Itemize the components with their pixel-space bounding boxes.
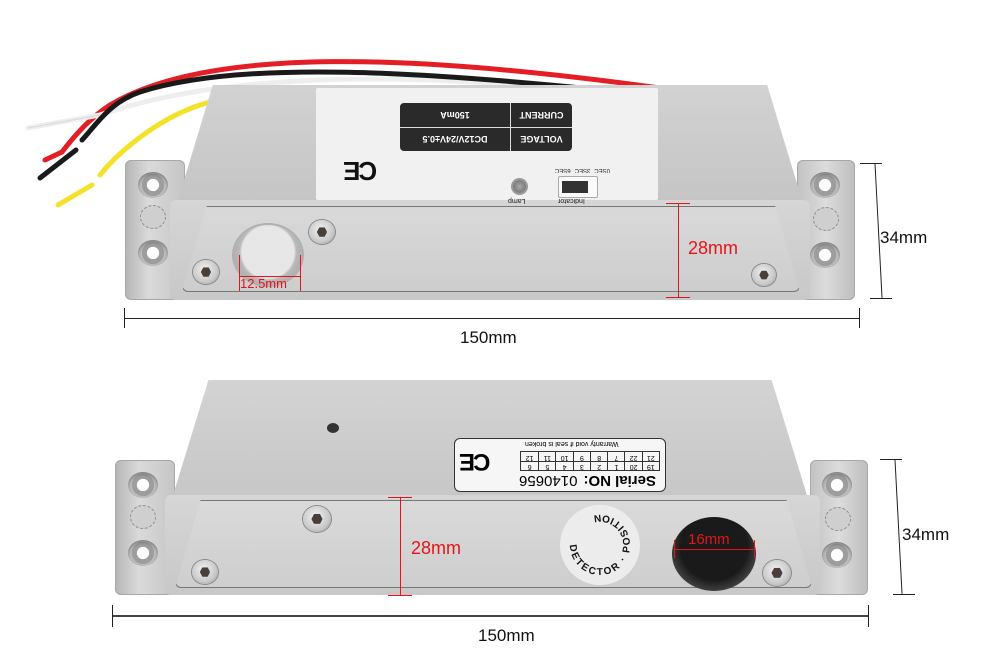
height-dim-tick xyxy=(860,163,882,164)
grid-cell: 1 xyxy=(607,461,625,470)
bolt-dim-line xyxy=(239,276,300,277)
grid-cell: 19 xyxy=(641,461,659,470)
lock-bolt xyxy=(234,225,302,285)
face-height-label: 28mm xyxy=(688,238,739,258)
knockout-hole xyxy=(130,505,156,529)
top-view: CURRENT 150mA VOLTAGE DC12V/24V±0.5 CE 0… xyxy=(0,0,1000,350)
lamp-label: Lamp xyxy=(508,197,526,204)
screw-icon xyxy=(303,506,331,532)
vent-hole xyxy=(327,423,339,433)
screw-icon xyxy=(309,220,335,244)
height-dim-tick xyxy=(880,459,902,460)
grid-cell: 7 xyxy=(607,452,625,461)
warranty-text: Warranty void if seal is broken xyxy=(525,440,619,447)
grid-cell: 5 xyxy=(538,461,556,470)
face-height-tick xyxy=(666,203,690,204)
length-dim-line xyxy=(124,318,860,319)
grid-cell: 22 xyxy=(624,452,642,461)
timer-labels: 0SEC 3SEC 6SEC xyxy=(540,163,610,173)
ce-mark: CE xyxy=(345,156,378,186)
knockout-hole xyxy=(140,205,166,229)
height-label: 34mm xyxy=(902,525,950,544)
hole-dim-line xyxy=(674,549,754,550)
grid-cell: 9 xyxy=(572,452,590,461)
ce-mark: CE xyxy=(461,448,491,475)
screw-icon xyxy=(763,560,791,586)
mounting-hole xyxy=(810,242,840,268)
hole-dim-tick xyxy=(674,540,675,558)
length-dim-tick xyxy=(112,605,113,627)
current-key: CURRENT xyxy=(519,110,564,120)
length-dim-tick xyxy=(868,605,869,627)
knockout-hole xyxy=(813,207,839,231)
indicator-label: Indicator xyxy=(558,197,585,204)
length-dim-tick xyxy=(859,308,860,328)
height-label: 34mm xyxy=(880,228,928,247)
bolt-diameter-label: 12.5mm xyxy=(240,276,287,291)
hole-diameter-label: 16mm xyxy=(688,531,730,548)
timer-option: 0SEC xyxy=(594,167,610,173)
detector-sticker xyxy=(560,505,640,585)
face-height-line xyxy=(400,497,401,595)
timer-option: 3SEC xyxy=(574,167,591,173)
grid-cell: 6 xyxy=(521,461,539,470)
grid-cell: 10 xyxy=(555,452,573,461)
detector-hole xyxy=(672,517,756,591)
bottom-view: CE Warranty void if seal is broken 19 20… xyxy=(0,350,1000,671)
grid-cell: 11 xyxy=(538,452,556,461)
current-value: 150mA xyxy=(440,110,470,120)
face-height-tick xyxy=(666,297,690,298)
face-height-line xyxy=(678,203,679,298)
svg-text:DETECTOR · POSITION: DETECTOR · POSITION xyxy=(567,512,634,578)
mounting-hole xyxy=(128,472,158,498)
face-height-label: 28mm xyxy=(411,538,462,558)
grid-cell: 21 xyxy=(641,452,659,461)
mounting-hole xyxy=(810,172,840,198)
face-height-tick xyxy=(388,497,412,498)
screw-icon xyxy=(193,260,219,284)
voltage-value: DC12V/24V±0.5 xyxy=(422,134,488,145)
grid-cell: 20 xyxy=(624,461,642,470)
serial-label: CE Warranty void if seal is broken 19 20… xyxy=(454,438,666,492)
screw-icon xyxy=(752,264,776,286)
bolt-dim-line xyxy=(239,255,240,291)
serial-number: 0140656 xyxy=(519,472,578,489)
bolt-dim-line xyxy=(300,255,301,291)
face-height-tick xyxy=(388,595,412,596)
length-label: 150mm xyxy=(478,626,535,645)
spec-table: CURRENT 150mA VOLTAGE DC12V/24V±0.5 xyxy=(400,103,572,151)
grid-cell: 12 xyxy=(525,454,534,461)
mounting-hole xyxy=(138,240,168,266)
timer-option: 6SEC xyxy=(554,167,571,173)
length-dim-tick xyxy=(124,308,125,328)
mounting-hole xyxy=(138,172,168,198)
grid-cell: 2 xyxy=(590,461,608,470)
mounting-hole xyxy=(822,542,852,568)
grid-cell: 8 xyxy=(590,452,608,461)
serial-number-line: Serial NO: 0140656 xyxy=(515,471,660,489)
height-dim-tick xyxy=(893,594,915,595)
length-dim-line xyxy=(112,615,869,617)
detector-position-text: DETECTOR · POSITION xyxy=(567,512,634,578)
height-dim-tick xyxy=(870,298,892,299)
knockout-hole xyxy=(825,507,851,531)
timer-switch[interactable] xyxy=(558,176,598,198)
voltage-key: VOLTAGE xyxy=(520,134,563,145)
hole-dim-tick xyxy=(754,540,755,558)
grid-cell: 4 xyxy=(555,461,573,470)
grid-cell: 3 xyxy=(572,461,590,470)
mounting-hole xyxy=(128,540,158,566)
mounting-hole xyxy=(822,472,852,498)
screw-icon xyxy=(192,560,218,584)
serial-grid: 19 20 1 2 3 4 5 6 21 22 7 8 9 10 11 12 xyxy=(520,451,660,471)
lamp-led xyxy=(513,180,526,193)
serial-prefix: Serial NO: xyxy=(583,472,656,489)
length-label: 150mm xyxy=(460,328,517,347)
